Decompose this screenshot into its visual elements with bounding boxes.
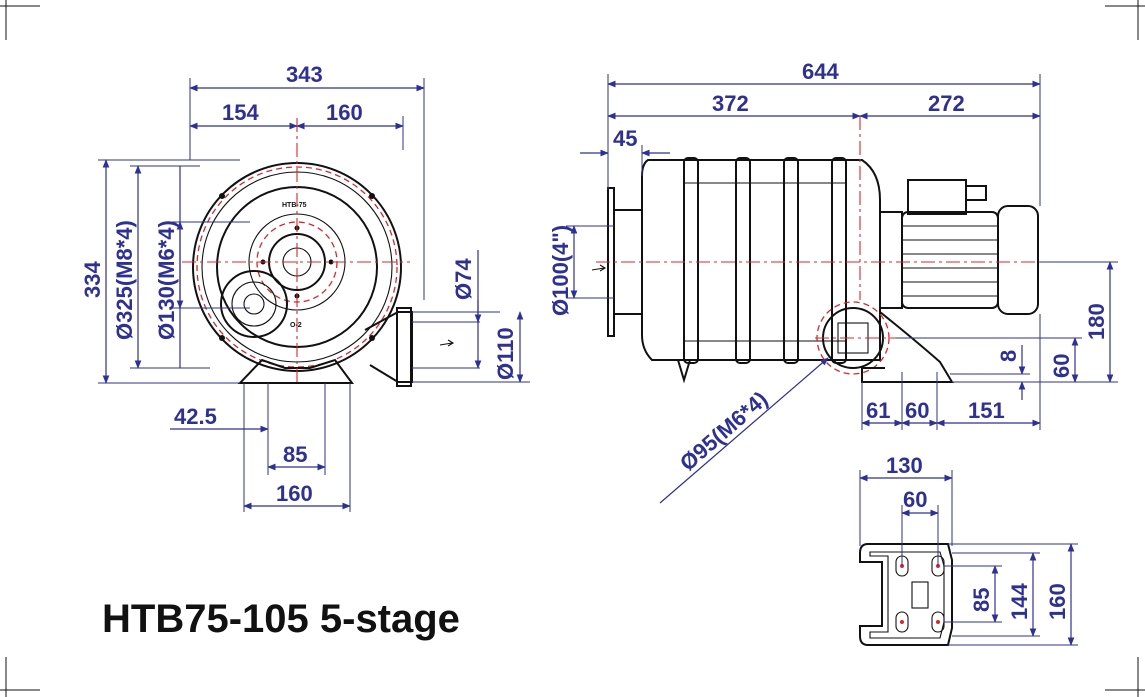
base-dimensions: 130 60 85 144 160 xyxy=(859,453,1078,646)
front-bolts xyxy=(219,193,375,341)
dim-front-outlet-outer: Ø110 xyxy=(493,327,518,380)
dim-base-slot-pitch: 60 xyxy=(903,487,927,512)
dim-side-foot-thickness: 8 xyxy=(996,350,1021,362)
side-terminal-box xyxy=(907,179,967,215)
dim-front-flange-outer: Ø325(M8*4) xyxy=(112,220,137,340)
model-title: HTB75-105 5-stage xyxy=(102,597,460,641)
dim-side-outlet-flange: Ø95(M6*4) xyxy=(675,386,773,475)
side-motor-adapter xyxy=(879,211,903,309)
dim-side-outlet-height: 60 xyxy=(1049,354,1074,378)
front-dimensions: 343 154 160 334 Ø325(M8*4) Ø130(M6*4) Ø7… xyxy=(80,62,530,512)
dim-side-motor: 272 xyxy=(928,91,965,116)
dim-side-foot-c: 151 xyxy=(968,398,1005,423)
dim-front-outlet-inner: Ø74 xyxy=(451,258,476,300)
dim-side-inlet-diameter: Ø100(4") xyxy=(548,225,573,316)
side-foot xyxy=(861,311,954,383)
dim-front-height: 334 xyxy=(80,261,105,298)
dim-base-width: 130 xyxy=(886,453,923,478)
front-outlet-bulge xyxy=(220,270,288,338)
front-view: HTB-75 O-2 xyxy=(182,118,413,387)
dim-front-foot-inner: 85 xyxy=(283,442,307,467)
front-outlet-flange xyxy=(396,307,412,387)
dim-front-width: 343 xyxy=(286,62,323,87)
front-outlet-text: O-2 xyxy=(290,322,302,329)
dim-side-foot-b: 60 xyxy=(905,398,929,423)
dim-base-outer-span: 160 xyxy=(1045,583,1070,620)
side-body xyxy=(641,159,881,361)
dim-side-body: 372 xyxy=(712,91,749,116)
dim-side-inlet-offset: 45 xyxy=(613,126,637,151)
dim-side-foot-a: 61 xyxy=(866,398,890,423)
dim-front-foot-outer: 160 xyxy=(276,481,313,506)
front-outlet-bulge-core xyxy=(243,293,265,315)
dim-side-shaft-height: 180 xyxy=(1084,303,1109,340)
front-outlet-pipe xyxy=(364,311,413,383)
dim-front-flange-inner: Ø130(M6*4) xyxy=(154,220,179,340)
side-cable-gland xyxy=(965,185,987,201)
side-stage-ribs xyxy=(683,157,847,364)
front-outlet-bulge-inner xyxy=(231,281,277,327)
base-plate xyxy=(859,543,953,646)
front-nameplate-text: HTB-75 xyxy=(282,202,307,209)
dim-base-mid-span: 144 xyxy=(1007,583,1032,620)
dim-front-left: 154 xyxy=(222,100,259,125)
front-bolt-circle xyxy=(196,166,398,368)
dim-front-foot-offset: 42.5 xyxy=(174,404,217,429)
side-motor-fan-cover xyxy=(997,205,1039,315)
dim-base-inner-span: 85 xyxy=(969,588,994,612)
side-view xyxy=(591,116,1055,384)
base-slot-bottom-left xyxy=(895,611,909,633)
dim-side-length: 644 xyxy=(802,59,839,84)
dim-front-right: 160 xyxy=(326,100,363,125)
